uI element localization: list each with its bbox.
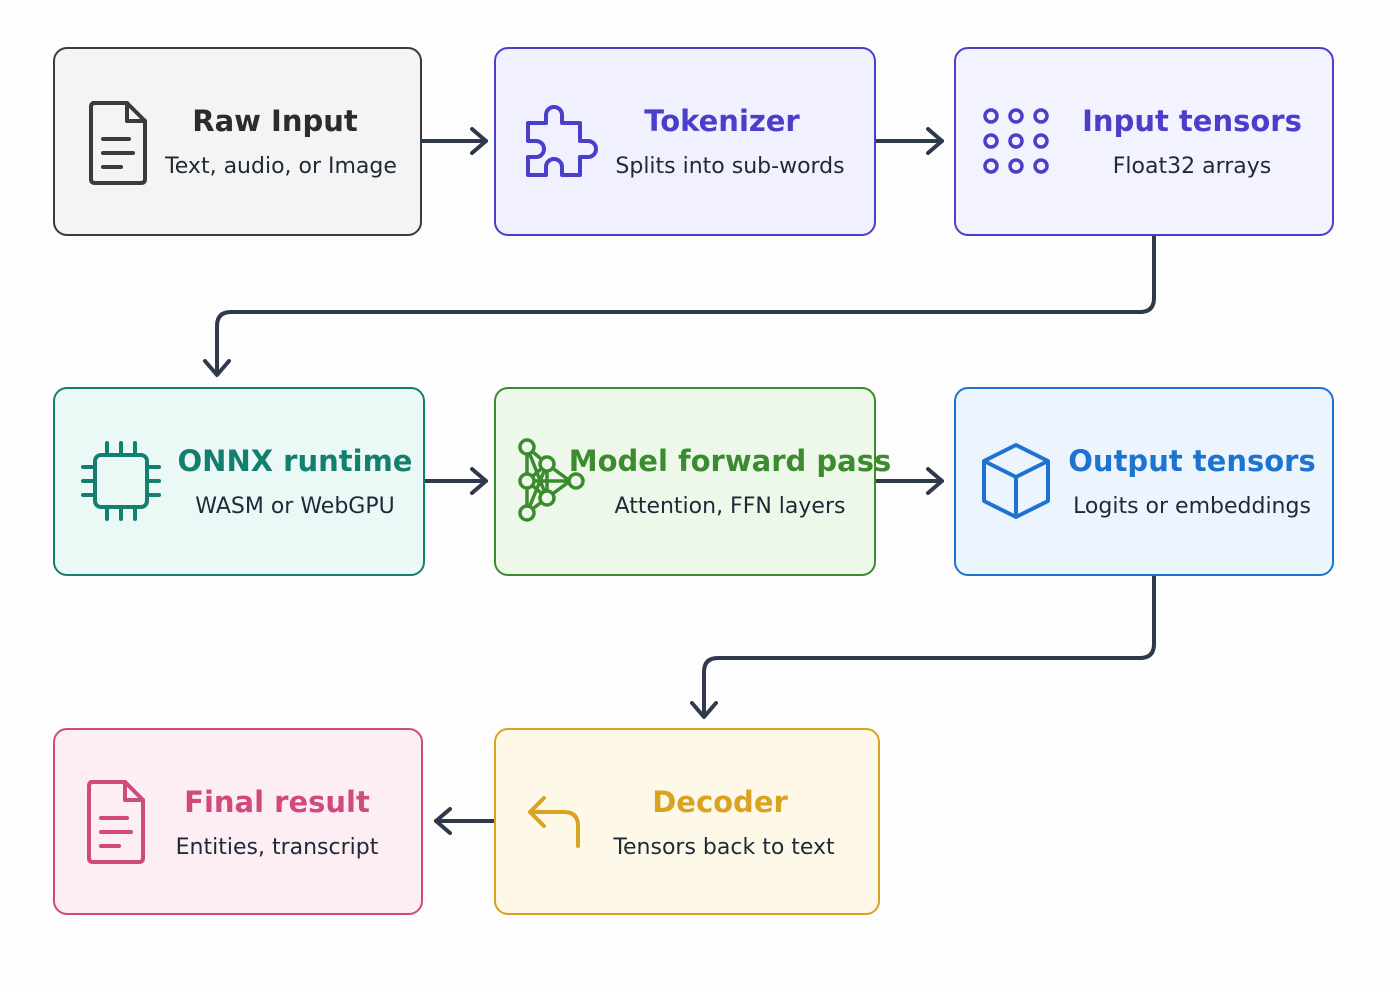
cube-icon bbox=[982, 443, 1050, 519]
node-title: Decoder bbox=[652, 785, 788, 819]
node-title: Tokenizer bbox=[644, 104, 800, 138]
model-forward-node: Model forward pass Attention, FFN layers bbox=[494, 387, 891, 576]
node-title: Input tensors bbox=[1082, 104, 1302, 138]
node-subtitle: Logits or embeddings bbox=[1073, 494, 1311, 519]
dot-grid-icon bbox=[983, 108, 1049, 174]
node-subtitle: Entities, transcript bbox=[175, 835, 379, 860]
document-icon bbox=[89, 101, 147, 185]
arrow-tokenizer-to-input-tensors bbox=[874, 127, 944, 155]
node-subtitle: Tensors back to text bbox=[613, 835, 835, 860]
return-arrow-icon bbox=[528, 796, 580, 848]
node-title: Output tensors bbox=[1068, 444, 1316, 478]
node-subtitle: Float32 arrays bbox=[1112, 154, 1272, 179]
arrow-raw-to-tokenizer bbox=[420, 127, 488, 155]
raw-input-node: Raw Input Text, audio, or Image bbox=[53, 47, 422, 236]
node-subtitle: Attention, FFN layers bbox=[614, 494, 846, 519]
output-tensors-node: Output tensors Logits or embeddings bbox=[954, 387, 1334, 576]
arrow-decoder-to-final bbox=[434, 807, 496, 835]
document-icon bbox=[87, 780, 145, 864]
node-subtitle: Text, audio, or Image bbox=[165, 154, 397, 179]
arrow-input-tensors-to-onnx bbox=[203, 234, 1156, 377]
puzzle-icon bbox=[526, 105, 598, 177]
chip-icon bbox=[81, 441, 161, 521]
arrow-model-to-output bbox=[874, 467, 944, 495]
node-title: Final result bbox=[184, 785, 370, 819]
node-title: ONNX runtime bbox=[177, 444, 413, 478]
onnx-runtime-node: ONNX runtime WASM or WebGPU bbox=[53, 387, 425, 576]
final-result-node: Final result Entities, transcript bbox=[53, 728, 423, 915]
tokenizer-node: Tokenizer Splits into sub-words bbox=[494, 47, 876, 236]
network-icon bbox=[518, 438, 585, 522]
arrow-onnx-to-model bbox=[423, 467, 488, 495]
decoder-node: Decoder Tensors back to text bbox=[494, 728, 880, 915]
arrow-output-to-decoder bbox=[690, 574, 1156, 719]
input-tensors-node: Input tensors Float32 arrays bbox=[954, 47, 1334, 236]
node-title: Raw Input bbox=[192, 104, 358, 138]
node-subtitle: Splits into sub-words bbox=[615, 154, 845, 179]
node-subtitle: WASM or WebGPU bbox=[195, 494, 395, 519]
node-title: Model forward pass bbox=[568, 444, 892, 478]
